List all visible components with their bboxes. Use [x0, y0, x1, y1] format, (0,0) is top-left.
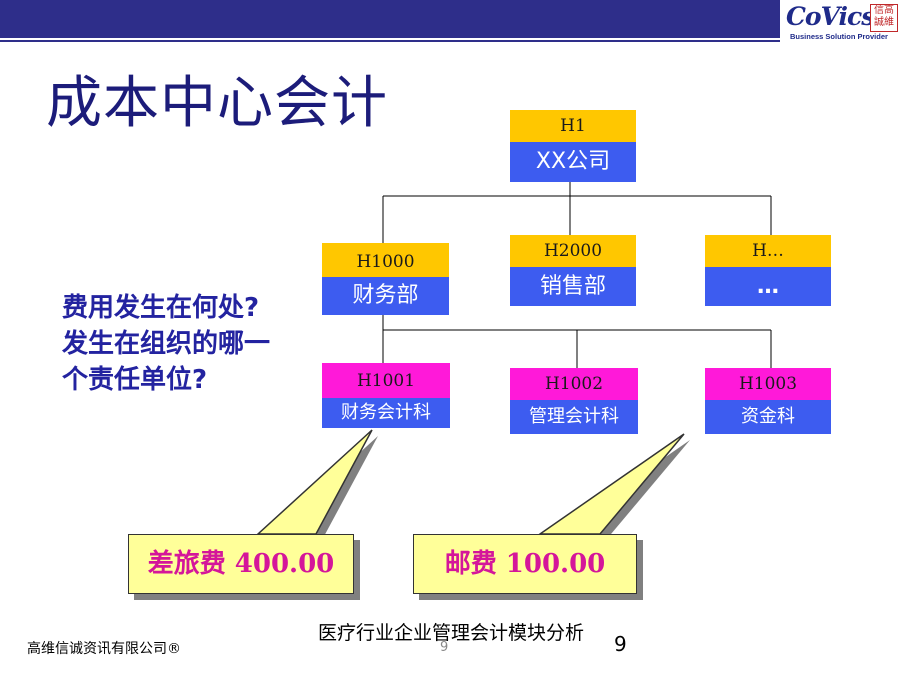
node-name: 资金科 [705, 400, 831, 434]
org-node-h1: H1 XX公司 [510, 110, 636, 182]
logo-text: CoVics [786, 2, 875, 31]
node-name: XX公司 [510, 142, 636, 182]
node-name: 财务会计科 [322, 398, 450, 428]
logo-tagline: Business Solution Provider [790, 32, 888, 41]
node-name: 管理会计科 [510, 400, 638, 434]
company-logo: CoVics 信高誠維 Business Solution Provider [786, 2, 898, 42]
callout-pointer-2 [537, 433, 685, 535]
node-code: H1003 [705, 368, 831, 400]
node-name: 财务部 [322, 277, 449, 315]
node-name: 销售部 [510, 267, 636, 306]
node-code: H2000 [510, 235, 636, 267]
footer-doc-title: 医疗行业企业管理会计模块分析 [317, 622, 584, 644]
org-node-h2000: H2000 销售部 [510, 235, 636, 306]
callout-travel-expense: 差旅费 400.00 [128, 534, 354, 594]
org-node-hx: H… … [705, 235, 831, 306]
org-node-h1003: H1003 资金科 [705, 368, 831, 434]
page-number: 9 [614, 632, 627, 656]
callout-postage-expense: 邮费 100.00 [413, 534, 637, 594]
question-text: 费用发生在何处?发生在组织的哪一个责任单位? [62, 293, 271, 395]
node-code: H1001 [322, 363, 450, 398]
callout-pointer-1 [256, 429, 373, 535]
org-node-h1001: H1001 财务会计科 [322, 363, 450, 428]
node-name: … [705, 267, 831, 306]
org-node-h1002: H1002 管理会计科 [510, 368, 638, 434]
node-code: H1000 [322, 243, 449, 277]
header-bar [0, 0, 780, 42]
org-node-h1000: H1000 财务部 [322, 243, 449, 315]
node-code: H1 [510, 110, 636, 142]
logo-seal: 信高誠維 [870, 4, 898, 32]
footer-page-marker: 9 [440, 640, 449, 655]
node-code: H1002 [510, 368, 638, 400]
node-code: H… [705, 235, 831, 267]
footer-company: 高维信诚资讯有限公司® [27, 641, 181, 657]
slide-title: 成本中心会计 [46, 71, 388, 136]
